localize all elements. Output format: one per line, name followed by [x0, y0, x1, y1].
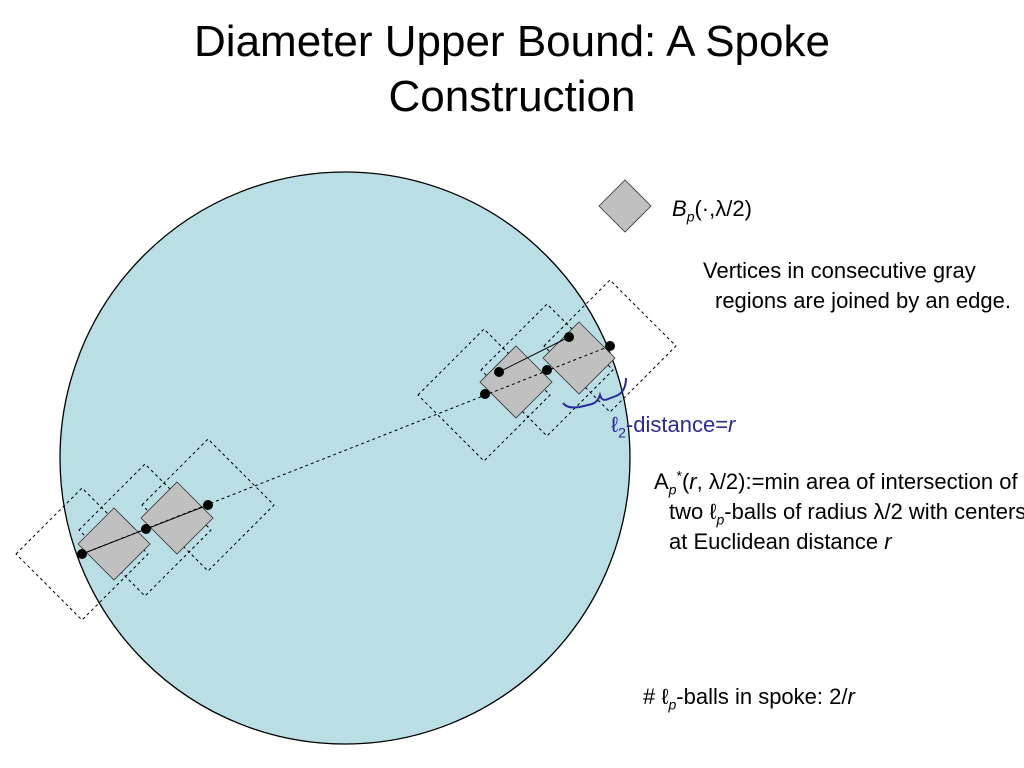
spoke-line [81, 345, 611, 555]
gray-region-2 [140, 481, 214, 555]
vertex-6 [542, 365, 552, 375]
title-line-1: Diameter Upper Bound: A Spoke [194, 17, 830, 66]
distance-brace [562, 377, 627, 409]
vertex-4 [480, 389, 490, 399]
ball-count-note: # ℓp-balls in spoke: 2/r [643, 684, 855, 713]
legend-label: Bp(·,λ/2) [672, 196, 752, 225]
ball-boundary-5 [480, 303, 614, 437]
gray-region-3 [479, 345, 553, 419]
vertex-1 [77, 549, 87, 559]
vertex-7 [564, 332, 574, 342]
title-line-2: Construction [388, 72, 636, 121]
legend-diamond-icon [598, 179, 652, 233]
ball-boundary-2 [78, 463, 212, 597]
ball-boundary-4 [417, 328, 551, 462]
disk [59, 171, 631, 745]
ball-boundary-6 [543, 279, 677, 413]
vertex-5 [494, 367, 504, 377]
distance-label: ℓ2-distance=r [611, 412, 736, 441]
ball-boundary-3 [141, 438, 275, 572]
edge-2 [498, 336, 570, 373]
area-definition-note: Ap*(r, λ/2):=min area of intersection of… [654, 467, 1024, 554]
vertex-3 [203, 500, 213, 510]
vertex-8 [605, 341, 615, 351]
ball-boundary-1 [15, 487, 149, 621]
slide-title: Diameter Upper Bound: A Spoke Constructi… [0, 14, 1024, 124]
vertex-2 [141, 524, 151, 534]
edge-note: Vertices in consecutive gray regions are… [703, 258, 1011, 313]
